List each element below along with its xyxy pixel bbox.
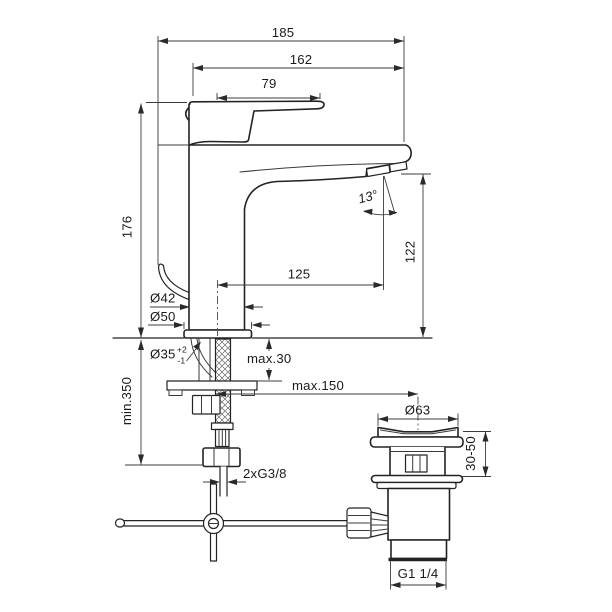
dim-max-waste-offset-label: max.150 xyxy=(292,378,344,393)
pop-up-horizontal-rod xyxy=(114,518,348,528)
dim-base-diameter: Ø50 xyxy=(148,309,270,329)
dim-spout-depth: 162 xyxy=(192,52,404,96)
dim-spout-reach: 125 xyxy=(217,176,384,290)
waste-lower-body xyxy=(387,487,451,562)
waste-tailpiece xyxy=(390,539,448,560)
dim-spout-angle-label: 13° xyxy=(356,187,379,207)
dim-body-diameter: Ø42 xyxy=(150,291,263,310)
dim-body-height: 176 xyxy=(120,102,187,338)
dim-spout-depth-label: 162 xyxy=(290,52,313,67)
spout-crease-line xyxy=(239,163,399,173)
supply-tube xyxy=(219,465,228,497)
dim-hole-diameter-label: Ø35 xyxy=(150,347,176,362)
dim-handle-length: 79 xyxy=(216,76,321,101)
dim-waste-height-range: 30-50 xyxy=(462,431,491,477)
dim-base-diameter-label: Ø50 xyxy=(150,309,176,324)
hose-collar xyxy=(210,422,234,431)
lever-handle xyxy=(188,100,325,146)
installation-parts xyxy=(166,337,258,497)
mounting-bracket xyxy=(166,380,258,391)
waste-assembly xyxy=(346,396,464,562)
bracket-foot xyxy=(168,389,183,396)
bracket-foot xyxy=(241,389,255,396)
dim-max-deck-thickness-label: max.30 xyxy=(247,351,291,366)
pull-rod-hook xyxy=(157,263,190,301)
waste-cone-joint xyxy=(370,511,389,538)
dim-hole-diameter: Ø35 +2 -1 xyxy=(150,341,201,366)
waste-knurled-nut xyxy=(346,507,372,539)
dim-supply-thread: 2xG3/8 xyxy=(203,466,287,485)
dim-handle-length-label: 79 xyxy=(261,76,276,91)
waste-upper-body xyxy=(389,446,446,477)
dim-supply-thread-label: 2xG3/8 xyxy=(243,466,287,481)
dim-waste-thread-label: G1 1/4 xyxy=(398,566,439,581)
pop-up-linkage xyxy=(114,483,348,562)
dim-hole-tol-plus: +2 xyxy=(177,345,187,355)
dim-outlet-height-label: 122 xyxy=(403,241,418,264)
hose-ferrule xyxy=(214,428,230,448)
waste-collar xyxy=(376,481,457,490)
dim-outlet-height: 122 xyxy=(401,173,431,337)
dim-overall-depth-label: 185 xyxy=(272,25,295,40)
supply-connection-nut xyxy=(202,447,241,468)
dim-max-waste-offset: max.150 xyxy=(216,378,418,397)
dim-min-clearance-label: min.350 xyxy=(119,377,134,425)
dim-max-deck-thickness: max.30 xyxy=(247,339,291,382)
supply-hose-curve xyxy=(196,338,216,373)
aerator xyxy=(365,161,408,178)
dim-waste-height-range-label: 30-50 xyxy=(463,436,478,471)
pull-rod-knob xyxy=(184,107,190,121)
dim-body-diameter-label: Ø42 xyxy=(150,291,176,306)
dim-waste-flange-diameter: Ø63 xyxy=(377,403,459,426)
dim-overall-depth: 185 xyxy=(157,25,405,265)
dim-spout-angle: 13° xyxy=(356,175,398,216)
dim-hole-tol-minus: -1 xyxy=(178,356,186,366)
faucet-body-spout xyxy=(188,144,412,331)
waste-window xyxy=(404,454,428,473)
dim-waste-thread: G1 1/4 xyxy=(390,561,447,590)
dim-waste-flange-diameter-label: Ø63 xyxy=(405,403,431,418)
dim-body-height-label: 176 xyxy=(120,216,135,239)
dim-spout-reach-label: 125 xyxy=(288,267,311,282)
supply-hose-curve xyxy=(190,338,213,378)
dim-min-clearance: min.350 xyxy=(119,340,203,466)
mounting-nut xyxy=(191,394,221,415)
waste-flange xyxy=(370,474,464,484)
rod-pivot-screw xyxy=(202,512,225,535)
waste-plug-cap xyxy=(369,426,464,448)
faucet-outline xyxy=(157,100,412,339)
